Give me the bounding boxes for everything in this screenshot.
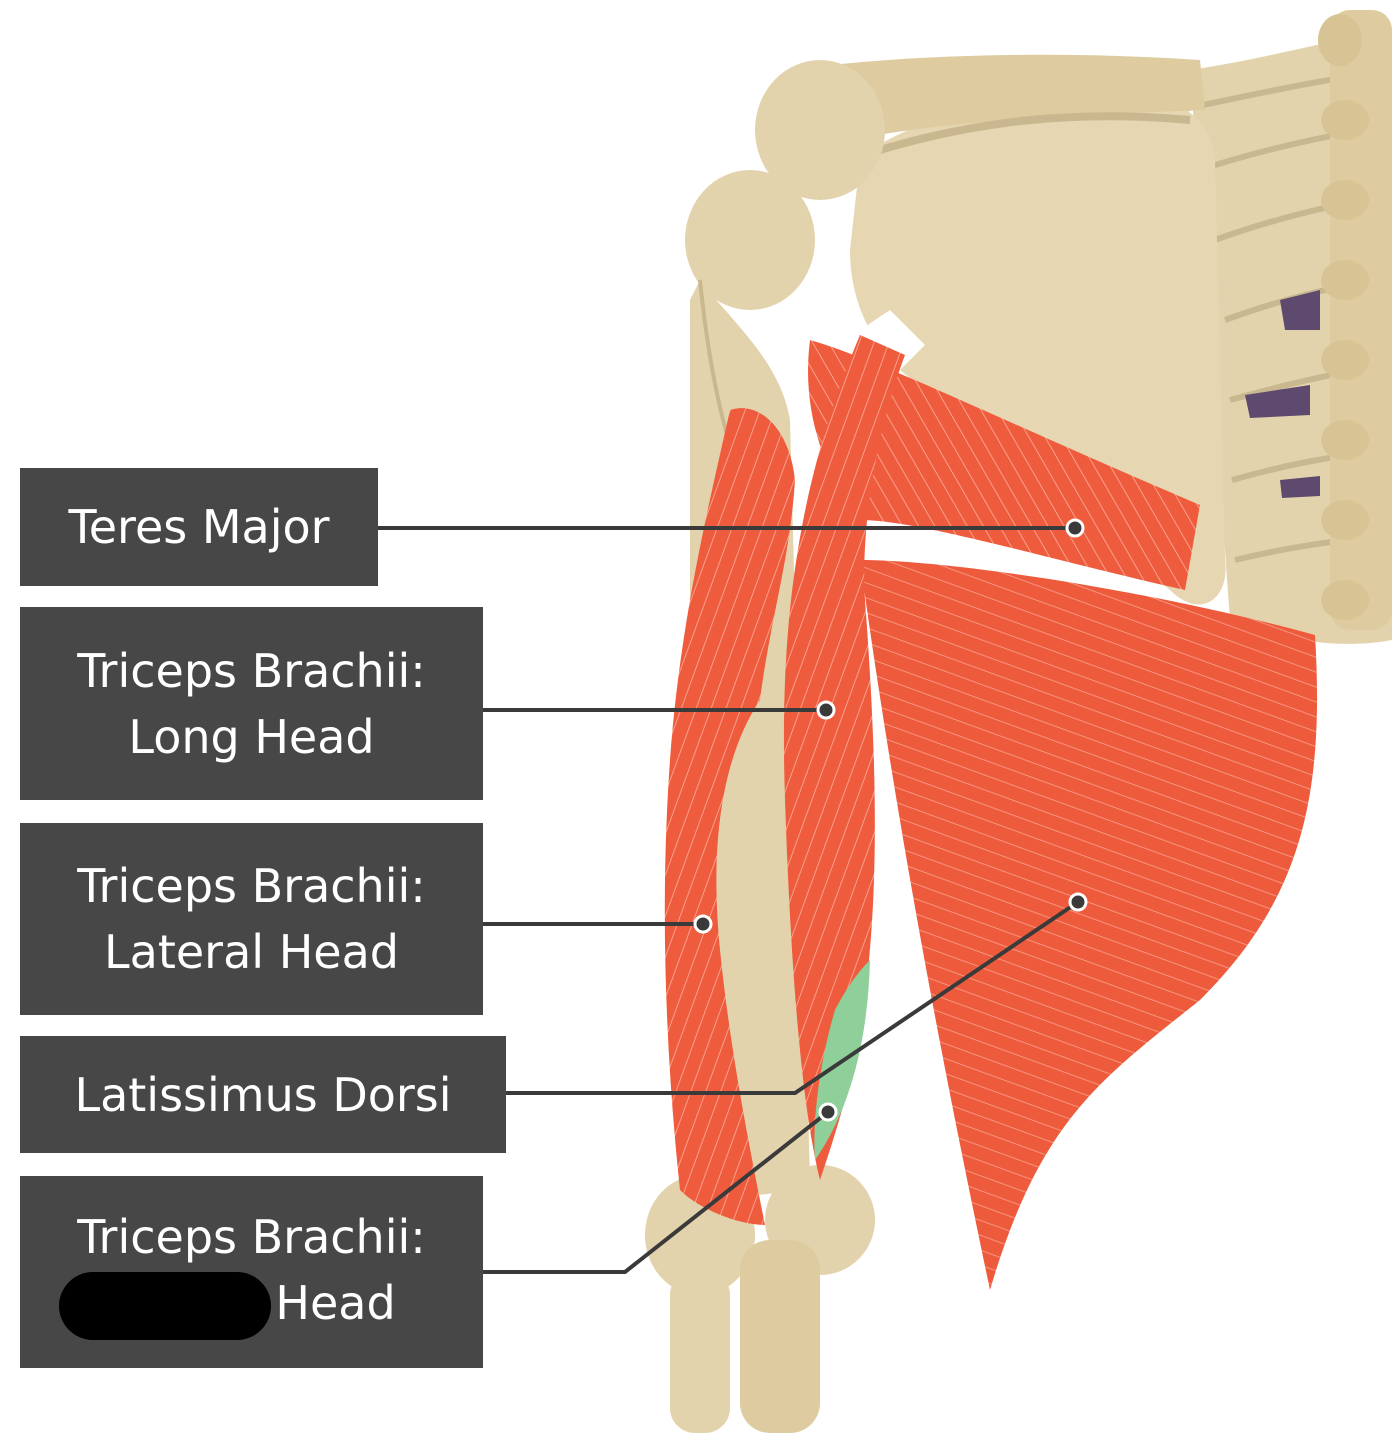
label-triceps-long-line1: Triceps Brachii:	[77, 643, 426, 698]
leader-latissimus	[506, 900, 1080, 1095]
leader-dots	[693, 518, 1088, 1122]
label-triceps-medial-line1: Triceps Brachii:	[77, 1209, 426, 1264]
label-teres-major-text: Teres Major	[68, 500, 330, 554]
label-triceps-long-line2: Long Head	[128, 709, 375, 764]
label-triceps-medial-head: Triceps Brachii: Head	[20, 1176, 483, 1368]
label-triceps-lateral-line1: Triceps Brachii:	[77, 859, 426, 913]
label-triceps-long-head: Triceps Brachii: Long Head	[20, 607, 483, 800]
dot-latissimus	[1068, 892, 1088, 912]
leader-triceps-medial	[483, 1110, 830, 1274]
triceps-lateral-head-muscle	[664, 408, 795, 1225]
spine	[1318, 10, 1392, 630]
redaction-mask	[59, 1272, 272, 1341]
label-latissimus-text: Latissimus Dorsi	[74, 1067, 452, 1122]
dot-triceps-lateral	[693, 914, 713, 934]
dot-triceps-long	[816, 700, 836, 720]
latissimus-dorsi-muscle	[860, 560, 1318, 1290]
leader-lines	[378, 526, 1080, 1274]
label-triceps-lateral-head: Triceps Brachii: Lateral Head	[20, 823, 483, 1015]
label-latissimus-dorsi: Latissimus Dorsi	[20, 1036, 506, 1153]
dot-teres-major	[1065, 518, 1085, 538]
label-teres-major: Teres Major	[20, 468, 378, 586]
long-head-tendon	[860, 310, 925, 370]
dot-triceps-medial	[818, 1102, 838, 1122]
teres-major-muscle	[808, 340, 1200, 590]
label-triceps-medial-line2: Head	[59, 1270, 396, 1341]
label-triceps-lateral-line2: Lateral Head	[104, 925, 399, 979]
triceps-long-head-muscle	[783, 335, 905, 1180]
label-triceps-medial-head-word: Head	[275, 1275, 396, 1330]
